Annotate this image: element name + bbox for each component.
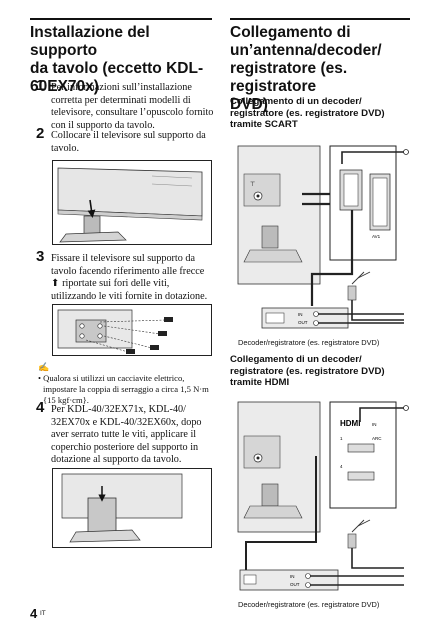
hdmi-figure-caption: Decoder/registratore (es. registratore D… (238, 600, 380, 609)
right-title-rule (230, 18, 410, 20)
right-section-title: Collegamento di un’antenna/decoder/ regi… (230, 24, 382, 113)
hdmi-logo: HDMI (340, 419, 360, 428)
figure-hdmi-connection: HDMI IN 1 ARC 4 IN OUT (232, 392, 412, 594)
page-number: 4 (30, 606, 38, 621)
hdmi-arc-label: ARC (372, 436, 382, 441)
figure-rear-cover (52, 468, 212, 548)
av1-label: AV1 (372, 234, 381, 239)
step-number: 3 (36, 248, 45, 265)
figure-scart-connection: ⊤ AV1 IN OUT (232, 134, 412, 332)
port-in-label: IN (298, 312, 303, 317)
pencil-note-icon: ✍ (38, 362, 50, 372)
step-number: 4 (36, 399, 45, 416)
left-title-rule (30, 18, 212, 20)
scart-figure-caption: Decoder/registratore (es. registratore D… (238, 338, 380, 347)
hdmi-subtitle: Collegamento di un decoder/ registratore… (230, 354, 385, 389)
hdmi-port-1-label: 1 (340, 436, 343, 441)
port-out-label: OUT (290, 582, 300, 587)
port-in-label: IN (290, 574, 295, 579)
figure-tv-on-stand (52, 160, 212, 245)
step-number: 1 (36, 77, 45, 94)
note: ✍ • Qualora si utilizzi un cacciavite el… (38, 362, 238, 406)
arrow-up-icon: ⬆ (51, 278, 60, 290)
page-language: IT (40, 610, 46, 617)
hdmi-port-4-label: 4 (340, 464, 343, 469)
port-out-label: OUT (298, 320, 308, 325)
svg-text:⊤: ⊤ (250, 181, 255, 188)
scart-subtitle: Collegamento di un decoder/ registratore… (230, 96, 385, 131)
figure-stand-screws (52, 304, 212, 356)
left-section-title: Installazione del supporto da tavolo (ec… (30, 24, 204, 95)
step-number: 2 (36, 125, 45, 142)
hdmi-in-label: IN (372, 422, 377, 427)
